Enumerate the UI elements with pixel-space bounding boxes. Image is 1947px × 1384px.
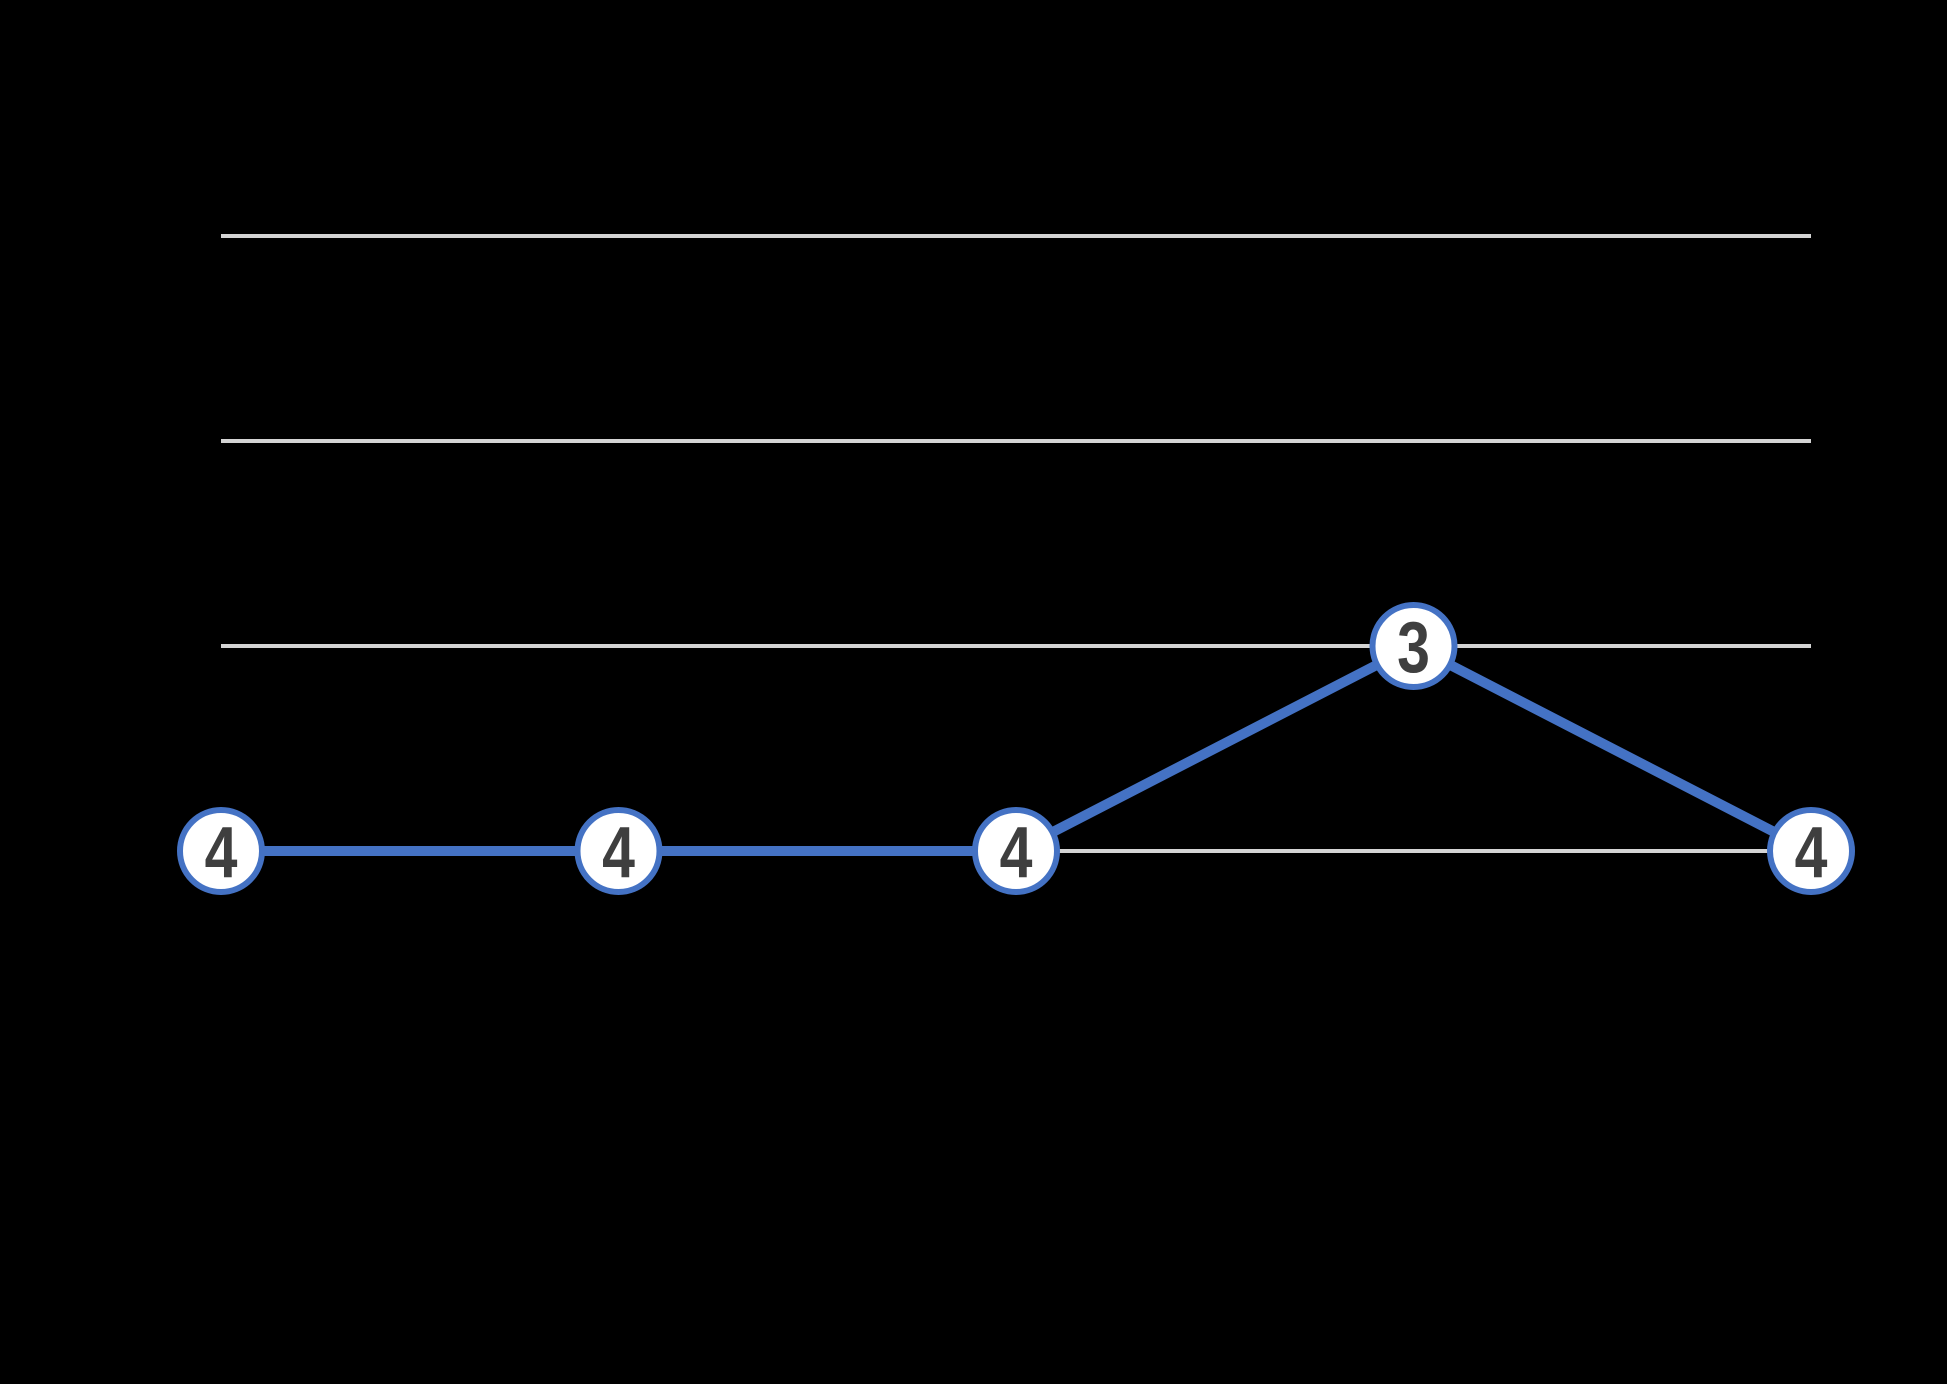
data-point-marker [1767,807,1855,895]
data-point-label: 3 [1397,606,1430,687]
data-point-marker [574,807,663,895]
data-point-label: 4 [602,811,635,892]
data-point-marker [177,807,265,895]
data-point-marker [1369,602,1458,690]
data-point-markers: 4 4 4 3 4 [177,602,1855,895]
data-point-label: 4 [1795,811,1828,892]
gridlines [221,234,1811,853]
data-point-label: 4 [205,811,238,892]
data-point-label: 4 [1000,811,1033,892]
data-point-marker [972,807,1060,895]
